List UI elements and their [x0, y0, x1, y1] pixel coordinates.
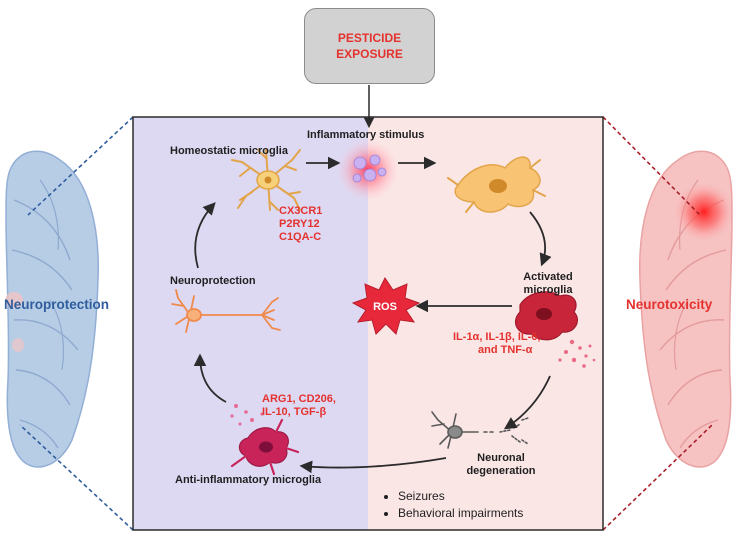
inflammatory-stimulus-icon [336, 138, 400, 202]
neuronal-degeneration-label-2: degeneration [466, 465, 536, 477]
homeostatic-marker-3: C1QA-C [279, 231, 322, 243]
left-brain-illustration [5, 150, 99, 468]
left-dashed-connectors [19, 116, 134, 531]
exposure-line2: EXPOSURE [336, 47, 403, 61]
degeneration-effects-list: Seizures Behavioral impairments [384, 488, 523, 522]
ros-label: ROS [373, 301, 397, 313]
anti-inflammatory-microglia-icon [230, 404, 300, 476]
activated-microglia-top-icon [447, 156, 546, 213]
exposure-line1: PESTICIDE [337, 31, 402, 45]
anti-inflammatory-microglia-label: Anti-inflammatory microglia [175, 474, 322, 486]
activated-microglia-label-2: microglia [523, 284, 573, 296]
neuronal-degeneration-label-1: Neuronal [477, 452, 525, 464]
main-frame [132, 116, 604, 531]
cytokines-line1: IL-1α, IL-1β, IL-6, [453, 331, 541, 343]
pesticide-exposure-box: PESTICIDE EXPOSURE [304, 8, 435, 84]
left-brain-label: Neuroprotection [4, 297, 110, 312]
cytokines-line2: and TNF-α [478, 344, 533, 356]
activated-microglia-label-1: Activated [523, 271, 573, 283]
homeostatic-marker-2: P2RY12 [279, 218, 320, 230]
right-brain-label: Neurotoxicity [626, 297, 713, 312]
neuroprotection-label: Neuroprotection [170, 275, 256, 287]
inflammatory-stimulus-label: Inflammatory stimulus [307, 129, 425, 141]
homeostatic-marker-1: CX3CR1 [279, 205, 323, 217]
ros-burst-icon [351, 277, 421, 335]
anti-inflammatory-marker-1: ARG1, CD206, [262, 393, 336, 405]
effect-seizures: Seizures [398, 488, 523, 505]
right-brain-illustration [639, 150, 734, 468]
right-dashed-connectors [602, 116, 713, 531]
cycle-arrows [193, 156, 552, 474]
homeostatic-microglia-label: Homeostatic microglia [170, 145, 288, 157]
anti-inflammatory-marker-2: IL-10, TGF-β [262, 406, 327, 418]
activated-microglia-red-icon [515, 291, 596, 368]
neuroprotective-neuron-icon [171, 289, 281, 333]
effect-behavioral-impairments: Behavioral impairments [398, 505, 523, 522]
homeostatic-microglia-icon [231, 149, 301, 211]
degenerating-neuron-icon [431, 411, 529, 449]
